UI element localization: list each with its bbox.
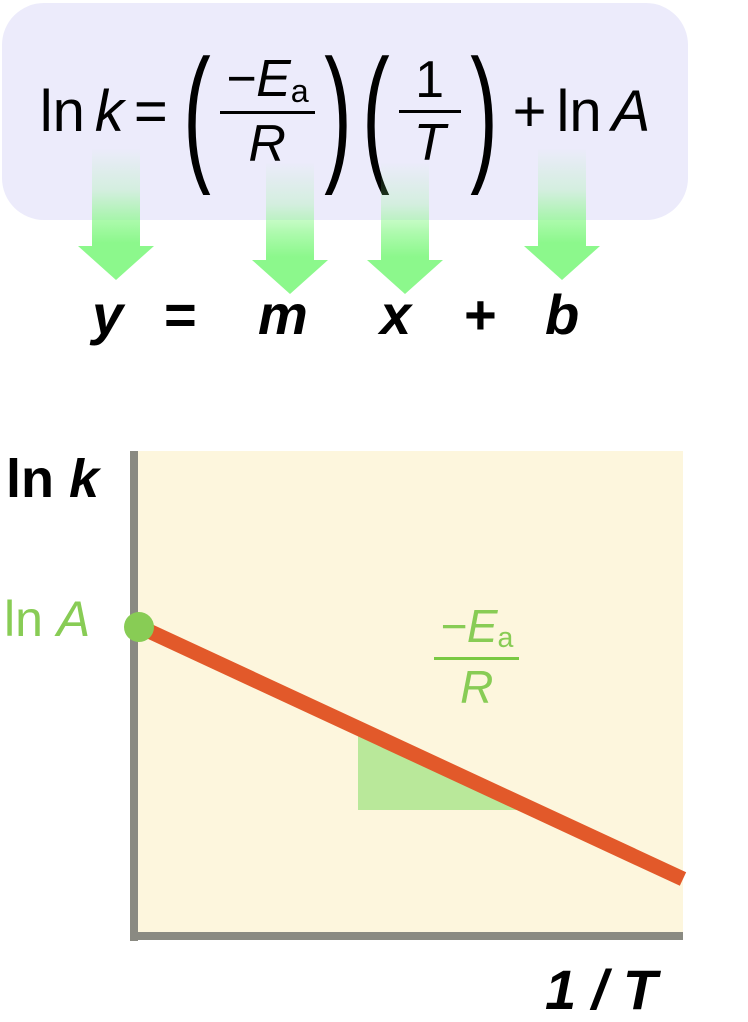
y-axis-label-ln: ln (6, 449, 54, 509)
arrow-shaft (381, 162, 429, 262)
arrow-to-b (524, 148, 600, 280)
arrhenius-equation: ln k = ( −Ea R ) ( 1 T ) + ln A (39, 27, 651, 196)
equation-lhs-var: k (94, 79, 124, 144)
slope-annotation-bar (434, 656, 520, 660)
arrow-head-icon (252, 260, 328, 294)
slope-fraction: −Ea R (219, 49, 315, 174)
linear-form-y: y (92, 283, 124, 346)
slope-annotation-subscript: a (497, 622, 514, 655)
plot-area (138, 451, 683, 932)
arrow-head-icon (367, 260, 443, 294)
slope-annotation: −Ea R (430, 602, 523, 711)
arrow-to-x (367, 162, 443, 294)
arrow-to-y (78, 148, 154, 280)
equation-intercept-ln: ln (556, 79, 602, 144)
x-numerator: 1 (415, 51, 445, 109)
slope-annotation-fraction: −Ea R (434, 600, 520, 713)
x-fraction-bar (398, 110, 461, 113)
slope-fraction-bar (219, 111, 315, 115)
arrow-shaft (92, 148, 140, 248)
x-fraction: 1 T (398, 51, 461, 172)
y-axis-label: ln k (6, 448, 99, 510)
arrow-shaft (538, 148, 586, 248)
intercept-label-var: A (56, 591, 91, 647)
intercept-label: ln A (4, 590, 90, 648)
y-axis (130, 451, 138, 941)
slope-numerator: −Ea (225, 49, 309, 109)
linear-form-x: x (380, 283, 412, 346)
trend-line (134, 619, 687, 886)
x-denominator: T (413, 114, 446, 172)
linear-form-b: b (545, 283, 580, 346)
linear-form-equals: = (163, 283, 196, 346)
y-intercept-point (124, 612, 154, 642)
equation-intercept-var: A (611, 79, 651, 144)
x-axis-label: 1 / T (545, 958, 658, 1021)
arrow-head-icon (524, 246, 600, 280)
x-axis (130, 932, 683, 940)
equation-plus: + (512, 79, 547, 144)
equation-lhs-ln: ln (39, 79, 85, 144)
arrow-to-m (252, 162, 328, 294)
slope-annotation-denominator: R (460, 660, 494, 713)
arrhenius-plot: ln k ln A −Ea R 1 / T (0, 430, 748, 1021)
arrow-shaft (266, 162, 314, 262)
intercept-label-ln: ln (4, 591, 43, 647)
slope-numerator-subscript: a (290, 72, 309, 109)
slope-denominator: R (248, 115, 286, 174)
slope-annotation-numerator: −Ea (440, 600, 514, 655)
linear-form-equation: y = m x + b (0, 282, 748, 346)
equation-equals: = (133, 79, 168, 144)
linear-form-plus: + (463, 283, 496, 346)
linear-form-m: m (258, 283, 308, 346)
arrow-head-icon (78, 246, 154, 280)
y-axis-label-var: k (69, 449, 100, 509)
